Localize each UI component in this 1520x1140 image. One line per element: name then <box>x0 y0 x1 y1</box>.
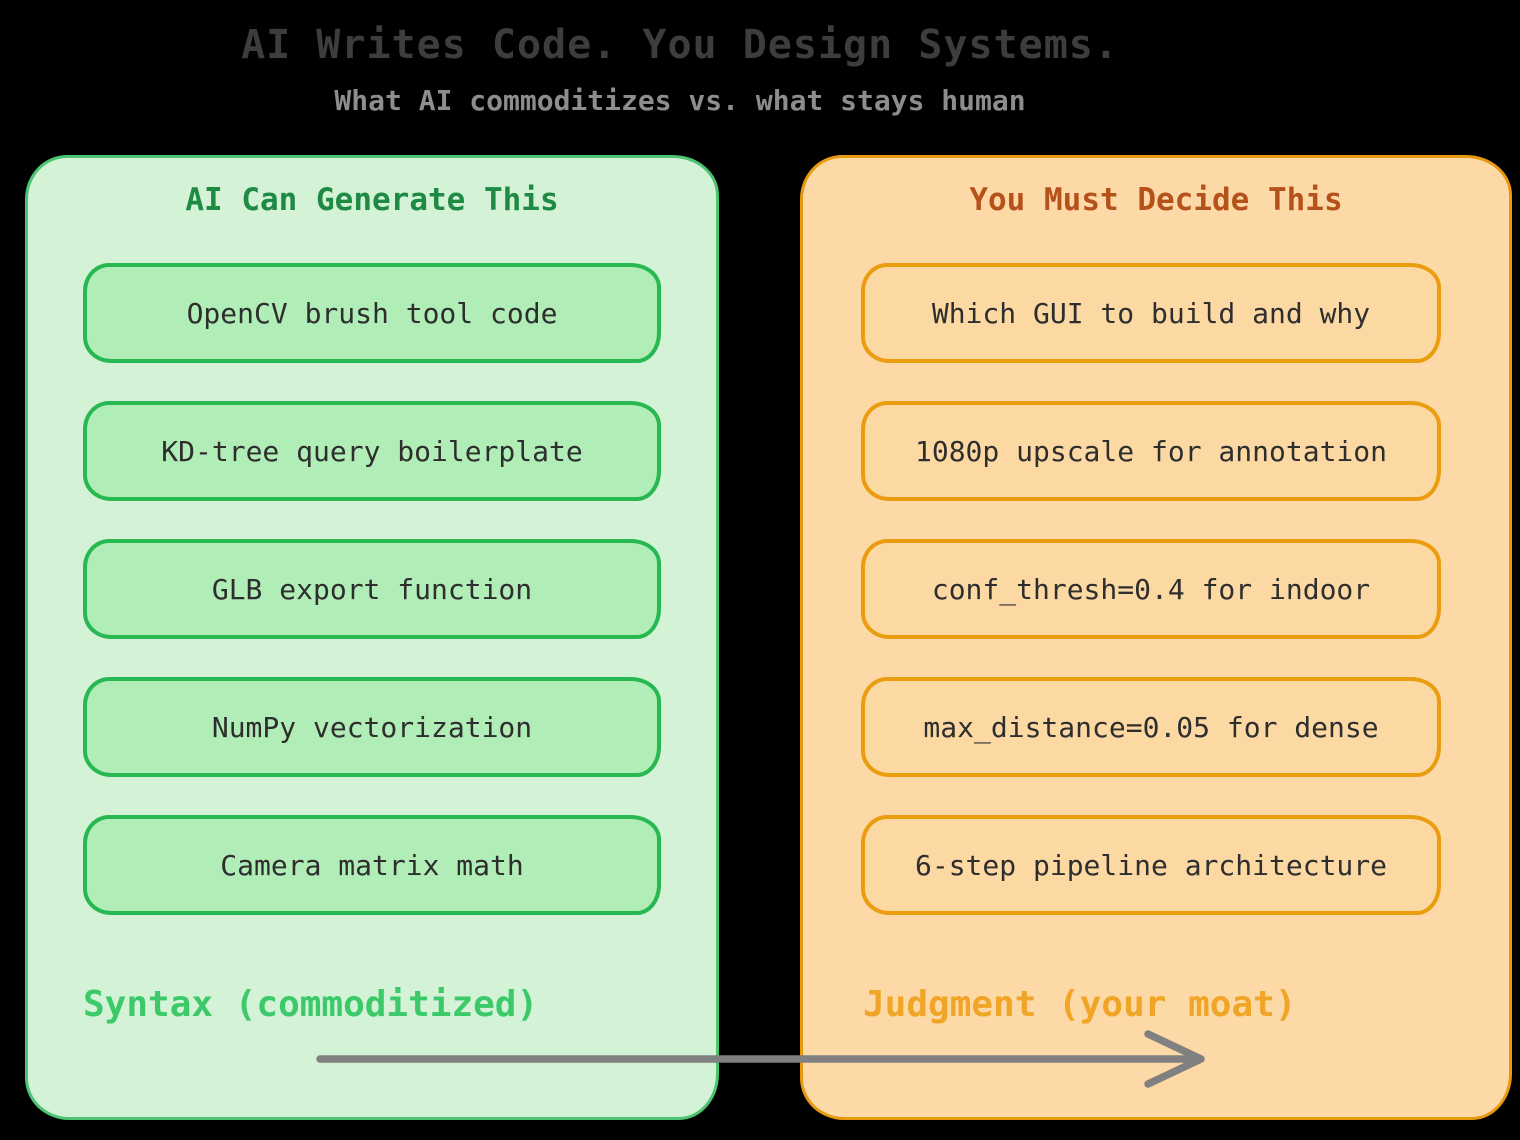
item-box-kd-tree: KD-tree query boilerplate <box>83 401 661 501</box>
item-box-camera-matrix: Camera matrix math <box>83 815 661 915</box>
item-box-conf-thresh: conf_thresh=0.4 for indoor <box>861 539 1441 639</box>
item-box-which-gui: Which GUI to build and why <box>861 263 1441 363</box>
item-box-numpy-vectorization: NumPy vectorization <box>83 677 661 777</box>
panel-ai-can-generate: AI Can Generate This OpenCV brush tool c… <box>25 155 719 1120</box>
item-box-glb-export: GLB export function <box>83 539 661 639</box>
item-box-pipeline-architecture: 6-step pipeline architecture <box>861 815 1441 915</box>
judgment-moat-label: Judgment (your moat) <box>863 984 1297 1025</box>
panel-header-you-must-decide: You Must Decide This <box>969 182 1343 218</box>
item-box-1080p-upscale: 1080p upscale for annotation <box>861 401 1441 501</box>
item-box-opencv-brush: OpenCV brush tool code <box>83 263 661 363</box>
diagram-subtitle: What AI commoditizes vs. what stays huma… <box>334 84 1026 117</box>
item-box-max-distance: max_distance=0.05 for dense <box>861 677 1441 777</box>
syntax-commoditized-label: Syntax (commoditized) <box>83 984 539 1025</box>
diagram-title: AI Writes Code. You Design Systems. <box>241 22 1119 68</box>
panel-you-must-decide: You Must Decide This Which GUI to build … <box>800 155 1512 1120</box>
panel-header-ai-can-generate: AI Can Generate This <box>185 182 559 218</box>
